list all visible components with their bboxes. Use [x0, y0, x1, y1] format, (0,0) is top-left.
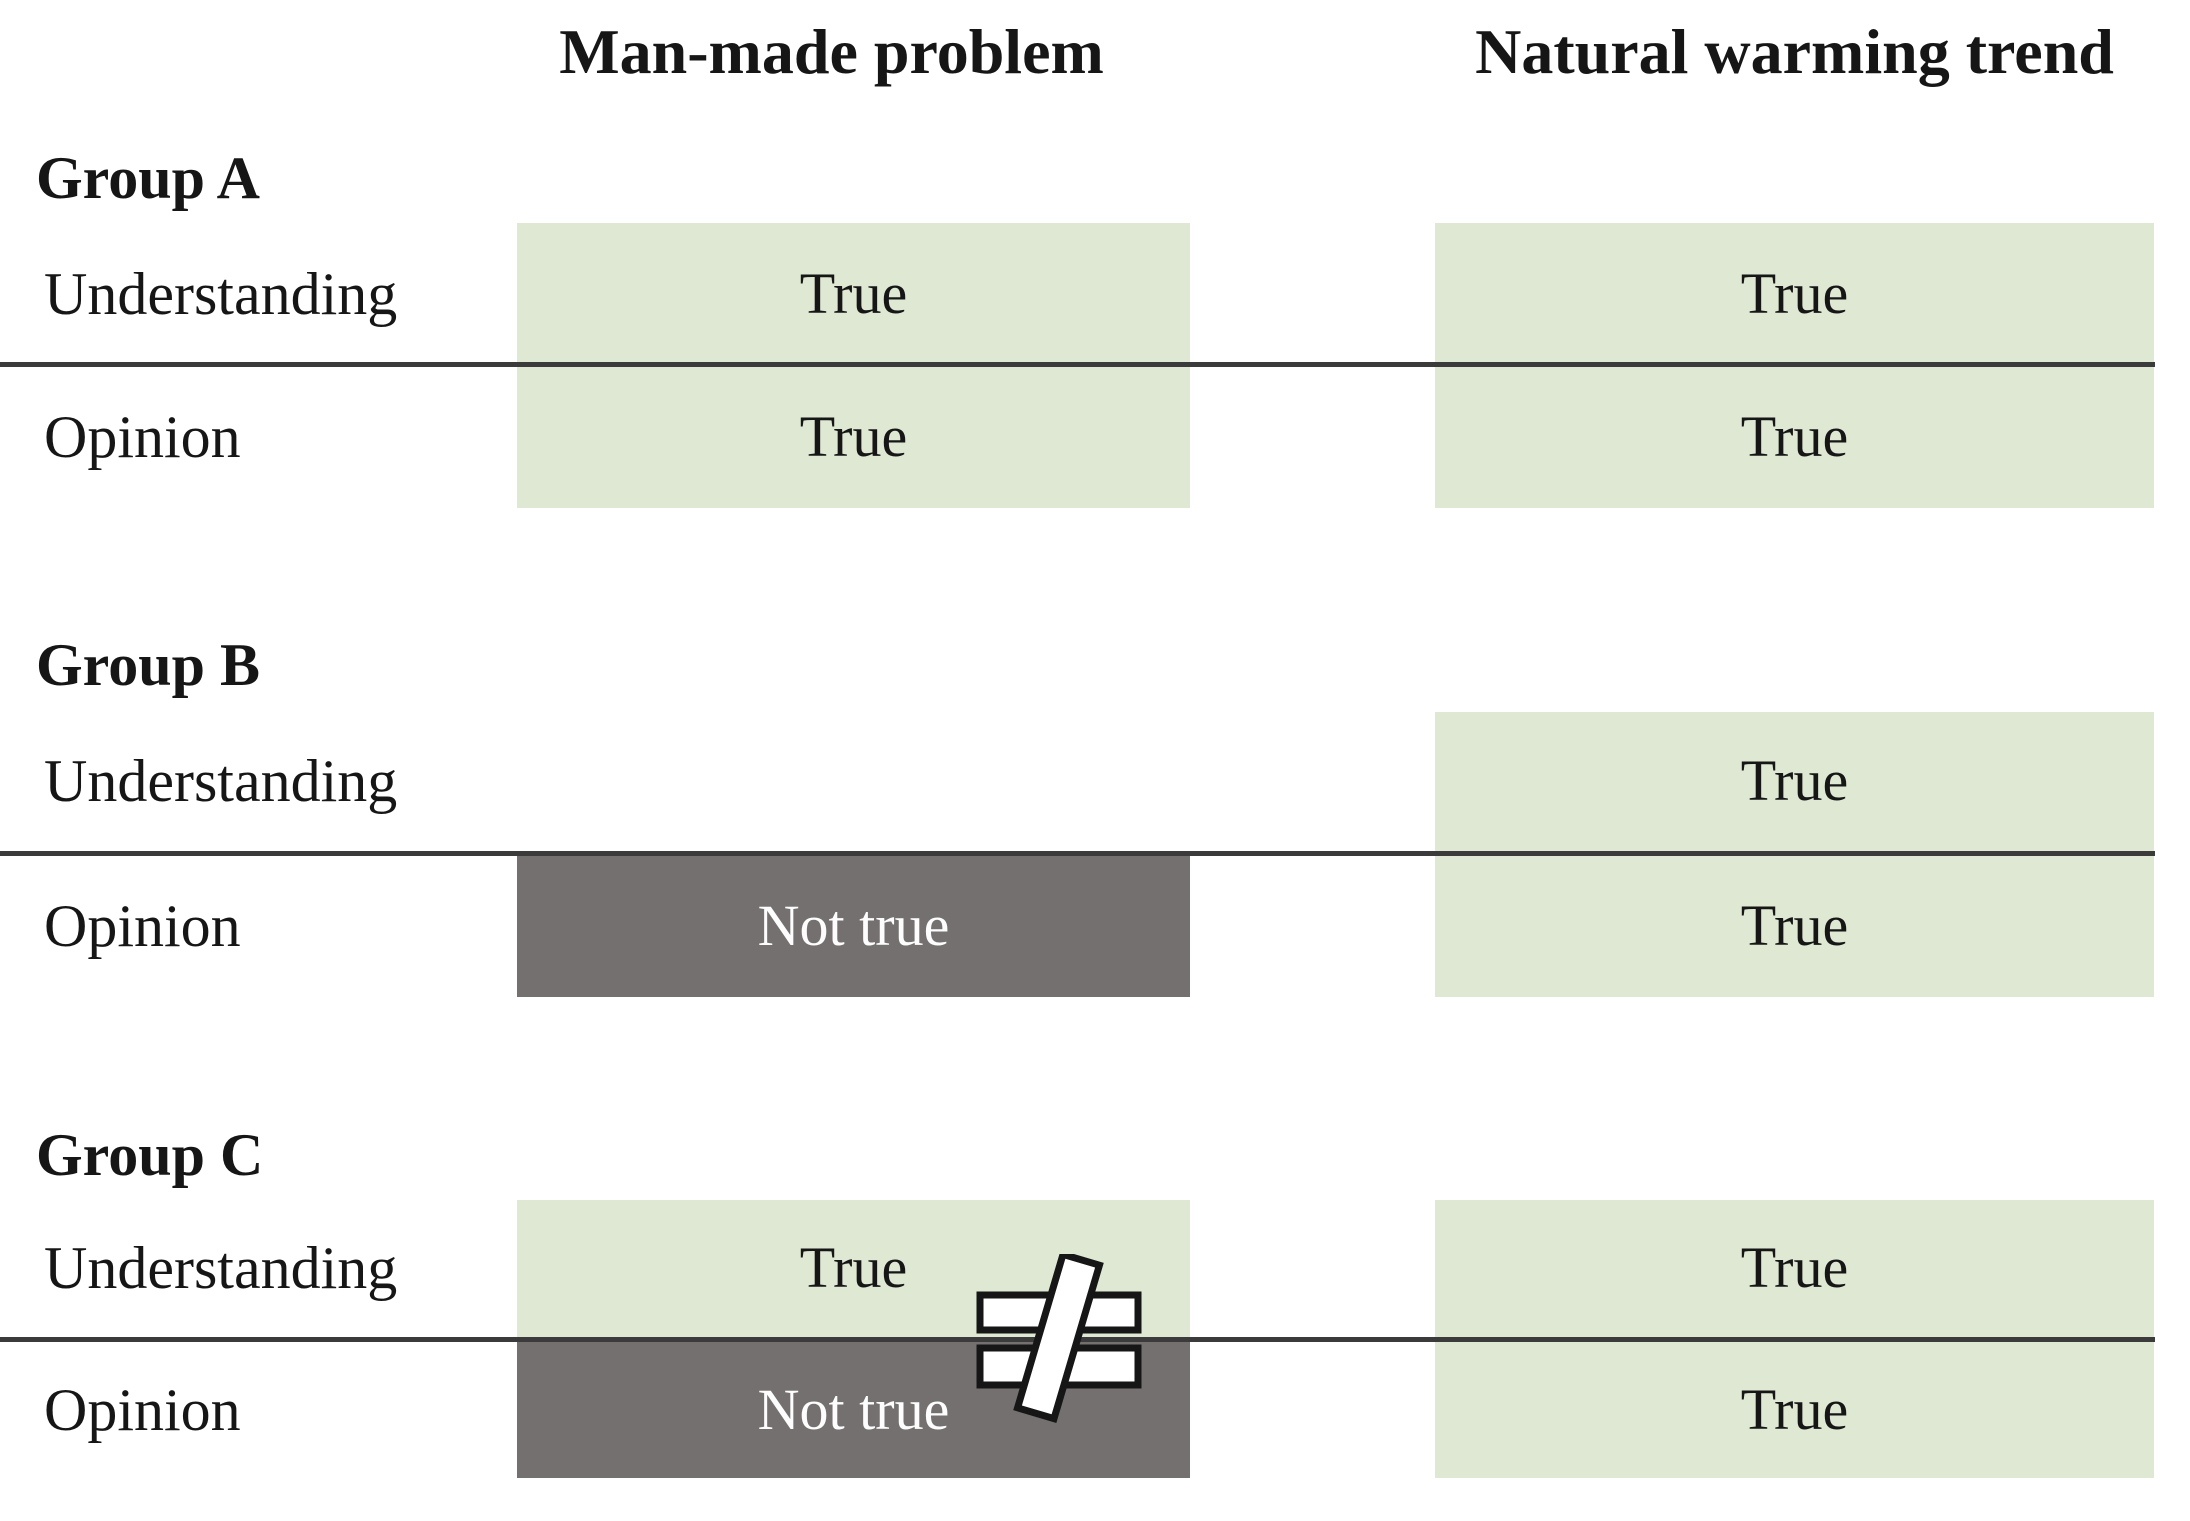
- group-a-cell-natural-opinion: True: [1740, 404, 1849, 469]
- group-b-row-understanding: Understanding: [44, 748, 398, 814]
- group-b-label: Group B: [36, 632, 260, 698]
- group-a-divider-line: [0, 362, 2155, 367]
- group-c-cell-natural-opinion: True: [1740, 1377, 1849, 1442]
- not-equal-icon: [976, 1254, 1142, 1423]
- group-c-cell-manmade-understanding: True: [799, 1235, 908, 1300]
- group-c-row-understanding: Understanding: [44, 1235, 398, 1301]
- group-a-cell-manmade-opinion: True: [799, 404, 908, 469]
- group-a-row-understanding: Understanding: [44, 261, 398, 327]
- group-c-row-opinion: Opinion: [44, 1377, 241, 1443]
- group-b-cell-natural-understanding: True: [1740, 748, 1849, 813]
- group-c-label: Group C: [36, 1122, 264, 1188]
- column-header-manmade: Man-made problem: [559, 16, 1104, 87]
- group-b-cell-manmade-opinion: Not true: [757, 893, 950, 958]
- group-c-cell-manmade-opinion: Not true: [757, 1377, 950, 1442]
- group-b-cell-natural-opinion: True: [1740, 893, 1849, 958]
- group-a-row-opinion: Opinion: [44, 404, 241, 470]
- group-a-cell-manmade-understanding: True: [799, 261, 908, 326]
- column-header-natural: Natural warming trend: [1475, 16, 2114, 87]
- group-a-cell-natural-understanding: True: [1740, 261, 1849, 326]
- group-b-divider-line: [0, 851, 2155, 856]
- group-b-row-opinion: Opinion: [44, 893, 241, 959]
- group-c-cell-natural-understanding: True: [1740, 1235, 1849, 1300]
- group-a-label: Group A: [36, 145, 260, 211]
- group-b-manmade-opinion-block: [517, 853, 1190, 997]
